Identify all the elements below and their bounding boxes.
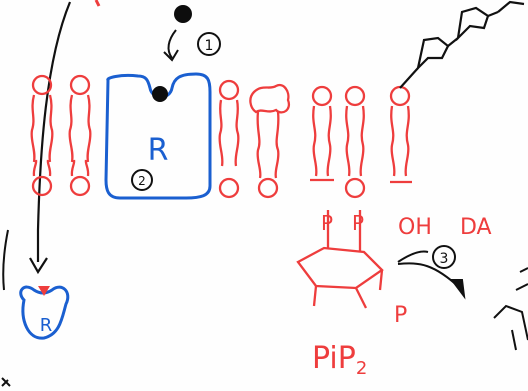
step2-circle — [131, 169, 153, 191]
descending-arrow — [36, 1, 72, 262]
hydroxyl-label: OH — [398, 215, 432, 240]
sugar-chain — [399, 0, 525, 89]
receptor-label-top: R — [148, 133, 169, 168]
free-receptor — [19, 285, 70, 340]
pip2-structure — [296, 210, 384, 309]
lipid-left-1 — [30, 74, 54, 197]
lipid-right-1 — [218, 79, 240, 199]
ligand-arrowhead — [163, 49, 179, 62]
red-scribble — [94, 0, 101, 7]
step1-label: 1 — [205, 38, 214, 54]
membrane-receptor — [104, 72, 212, 200]
lipid-right-4 — [344, 85, 366, 199]
receptor-ligand-red — [38, 286, 50, 296]
da-label: DA — [460, 215, 492, 240]
step3-branch — [397, 250, 429, 263]
ligand-arrow — [167, 29, 177, 59]
left-edge-mark — [2, 229, 9, 291]
bound-ligand — [152, 86, 168, 102]
receptor-label-bottom: R — [40, 315, 53, 336]
lipid-right-5 — [389, 85, 412, 184]
phosphate-bottom: P — [394, 303, 407, 328]
right-edge-structure — [493, 267, 528, 351]
step1-circle — [197, 32, 221, 56]
pip2-label: PiP2 — [312, 341, 367, 379]
bottom-left-mark — [1, 377, 11, 387]
step3-arrow — [397, 262, 461, 289]
lipid-left-2 — [68, 74, 92, 197]
ligand-free — [174, 5, 192, 23]
step3-label: 3 — [440, 251, 449, 267]
lipid-right-2 — [249, 83, 291, 199]
step3-arrowhead — [450, 279, 466, 300]
phosphate-right: P — [352, 211, 364, 235]
step3-circle — [432, 245, 456, 269]
descending-arrowhead — [29, 257, 48, 275]
lipid-right-3 — [310, 85, 334, 182]
step2-label: 2 — [138, 174, 146, 188]
phosphate-left: P — [321, 211, 333, 235]
